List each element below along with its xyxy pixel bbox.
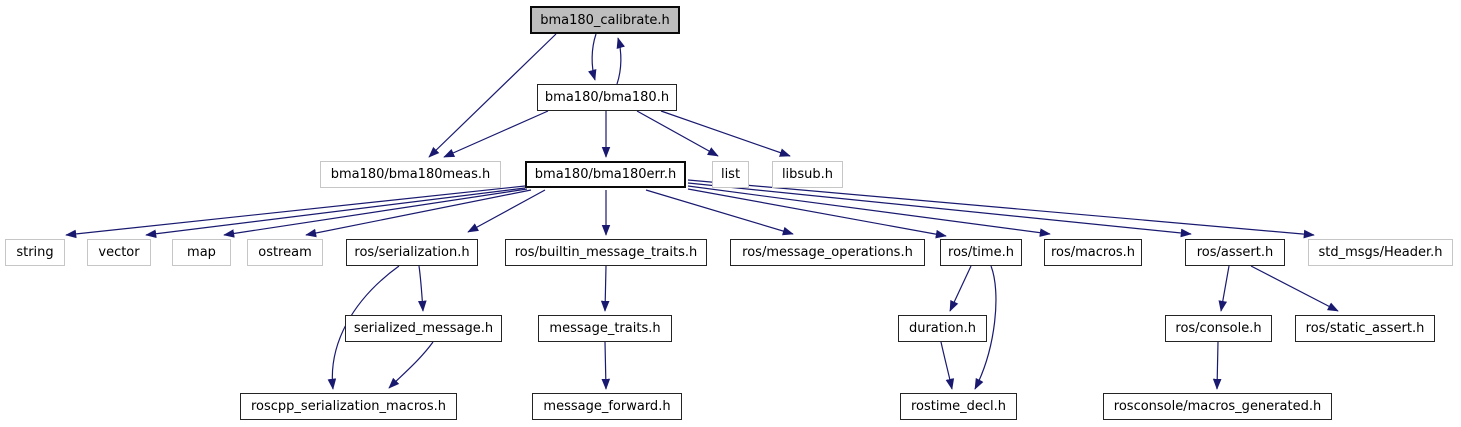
node-rostime-decl-h[interactable]: rostime_decl.h — [900, 393, 1017, 420]
node-string: string — [5, 239, 65, 266]
edge-bma180err-to-std-msgs-header — [687, 179, 1315, 239]
edge-message-traits-to-message-forward — [601, 341, 611, 390]
node-message-forward-h[interactable]: message_forward.h — [532, 393, 682, 420]
node-duration-h[interactable]: duration.h — [898, 315, 987, 342]
edge-assert-to-static-assert — [1250, 265, 1339, 312]
node-list: list — [712, 161, 749, 188]
edge-serialized-message-to-roscpp-ser-macros — [388, 341, 434, 389]
node-ostream: ostream — [247, 239, 323, 266]
edge-bma180err-to-assert — [687, 182, 1192, 238]
edge-builtin-traits-to-message-traits — [600, 265, 610, 312]
edge-bma180-to-libsub — [660, 110, 791, 157]
node-serialized-message-h[interactable]: serialized_message.h — [345, 315, 502, 342]
node-ros-serialization-h[interactable]: ros/serialization.h — [346, 239, 478, 266]
node-std-msgs-header-h: std_msgs/Header.h — [1308, 239, 1453, 266]
node-ros-console-h[interactable]: ros/console.h — [1165, 315, 1272, 342]
edge-bma180err-to-macros — [687, 185, 1051, 237]
edge-bma180-to-calibrate — [616, 37, 625, 85]
edge-calibrate-to-bma180 — [588, 33, 597, 81]
node-bma180meas-h: bma180/bma180meas.h — [320, 161, 501, 188]
edge-console-to-macros-generated — [1212, 341, 1222, 390]
node-roscpp-serialization-macros-h[interactable]: roscpp_serialization_macros.h — [240, 393, 457, 420]
node-ros-static-assert-h[interactable]: ros/static_assert.h — [1295, 315, 1435, 342]
edge-bma180err-to-time — [687, 188, 947, 239]
edge-bma180err-to-message-ops — [645, 189, 794, 236]
edge-time-to-duration — [949, 265, 972, 312]
node-map: map — [172, 239, 231, 266]
node-ros-assert-h[interactable]: ros/assert.h — [1185, 239, 1285, 266]
node-ros-builtin-message-traits-h[interactable]: ros/builtin_message_traits.h — [505, 239, 707, 266]
edge-bma180err-to-vector — [145, 187, 526, 239]
node-ros-time-h[interactable]: ros/time.h — [940, 239, 1022, 266]
edge-bma180err-to-string — [65, 185, 526, 239]
edge-bma180err-to-map — [223, 188, 528, 238]
edge-duration-to-rostime-decl — [940, 341, 955, 390]
edge-assert-to-console — [1218, 265, 1230, 312]
edge-time-to-rostime-decl — [974, 265, 997, 390]
node-ros-macros-h[interactable]: ros/macros.h — [1044, 239, 1142, 266]
node-bma180-h[interactable]: bma180/bma180.h — [537, 84, 677, 111]
edge-bma180-to-bma180meas — [443, 110, 549, 158]
edge-serialization-to-serialized-message — [418, 265, 427, 312]
node-libsub-h: libsub.h — [772, 161, 843, 188]
edge-calibrate-to-bma180meas — [428, 33, 557, 158]
node-bma180-calibrate-h: bma180_calibrate.h — [530, 6, 680, 34]
node-rosconsole-macros-generated-h[interactable]: rosconsole/macros_generated.h — [1103, 393, 1332, 420]
node-bma180err-h[interactable]: bma180/bma180err.h — [525, 161, 686, 188]
edge-bma180err-to-serialization — [467, 189, 546, 233]
node-ros-message-operations-h[interactable]: ros/message_operations.h — [730, 239, 925, 266]
edge-bma180err-to-ostream — [305, 189, 532, 238]
edge-bma180-to-list — [636, 110, 719, 157]
node-message-traits-h[interactable]: message_traits.h — [538, 315, 672, 342]
node-vector: vector — [87, 239, 151, 266]
